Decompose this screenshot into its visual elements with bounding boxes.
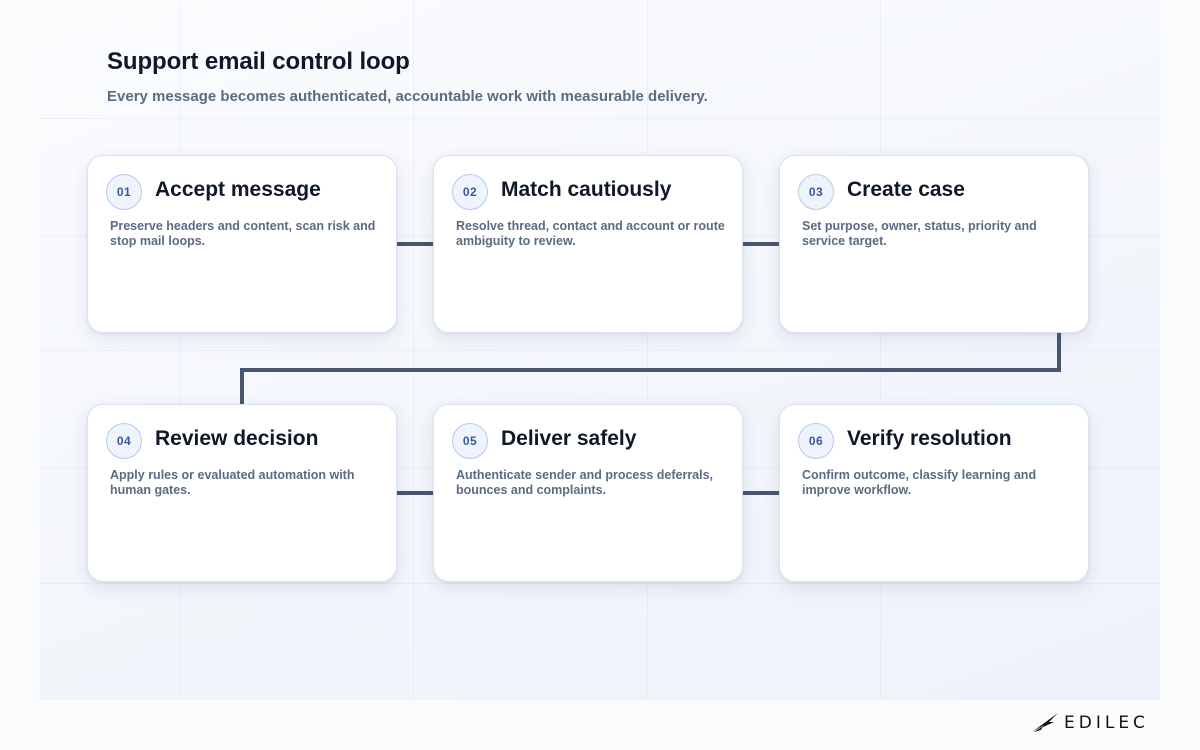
step-description: Resolve thread, contact and account or r… xyxy=(456,219,725,248)
grid-line xyxy=(413,0,414,700)
page-subtitle: Every message becomes authenticated, acc… xyxy=(107,88,708,105)
grid-line xyxy=(880,0,881,700)
page-title: Support email control loop xyxy=(107,48,410,75)
connector-1-2 xyxy=(397,242,433,246)
connector-2-3 xyxy=(743,242,779,246)
step-number-badge: 06 xyxy=(798,423,834,459)
brand-logo: EDILEC xyxy=(1032,711,1149,735)
grid-line xyxy=(647,0,648,700)
step-description: Set purpose, owner, status, priority and… xyxy=(802,219,1037,248)
step-number-badge: 04 xyxy=(106,423,142,459)
step-number-badge: 02 xyxy=(452,174,488,210)
step-title: Create case xyxy=(847,178,965,201)
connector-4-5 xyxy=(397,491,433,495)
step-card-04: 04 Review decision Apply rules or evalua… xyxy=(87,404,397,582)
brand-name: EDILEC xyxy=(1064,713,1149,733)
connector-3-4-across xyxy=(240,368,1061,372)
step-card-03: 03 Create case Set purpose, owner, statu… xyxy=(779,155,1089,333)
step-description: Authenticate sender and process deferral… xyxy=(456,468,714,497)
connector-3-4-down xyxy=(1057,333,1061,372)
step-card-06: 06 Verify resolution Confirm outcome, cl… xyxy=(779,404,1089,582)
connector-5-6 xyxy=(743,491,779,495)
step-title: Review decision xyxy=(155,427,319,450)
step-description: Confirm outcome, classify learning and i… xyxy=(802,468,1037,497)
step-card-05: 05 Deliver safely Authenticate sender an… xyxy=(433,404,743,582)
step-number-badge: 05 xyxy=(452,423,488,459)
step-card-02: 02 Match cautiously Resolve thread, cont… xyxy=(433,155,743,333)
step-number-badge: 03 xyxy=(798,174,834,210)
connector-3-4-drop xyxy=(240,368,244,405)
step-number-badge: 01 xyxy=(106,174,142,210)
step-title: Match cautiously xyxy=(501,178,672,201)
grid-line xyxy=(180,0,181,700)
step-description: Apply rules or evaluated automation with… xyxy=(110,468,355,497)
step-title: Deliver safely xyxy=(501,427,637,450)
grid-line xyxy=(40,583,1160,584)
step-description: Preserve headers and content, scan risk … xyxy=(110,219,376,248)
step-title: Accept message xyxy=(155,178,321,201)
bird-logo-icon xyxy=(1032,713,1058,733)
grid-line xyxy=(40,350,1160,351)
grid-line xyxy=(40,118,1160,119)
step-card-01: 01 Accept message Preserve headers and c… xyxy=(87,155,397,333)
step-title: Verify resolution xyxy=(847,427,1012,450)
diagram-canvas xyxy=(40,0,1160,700)
